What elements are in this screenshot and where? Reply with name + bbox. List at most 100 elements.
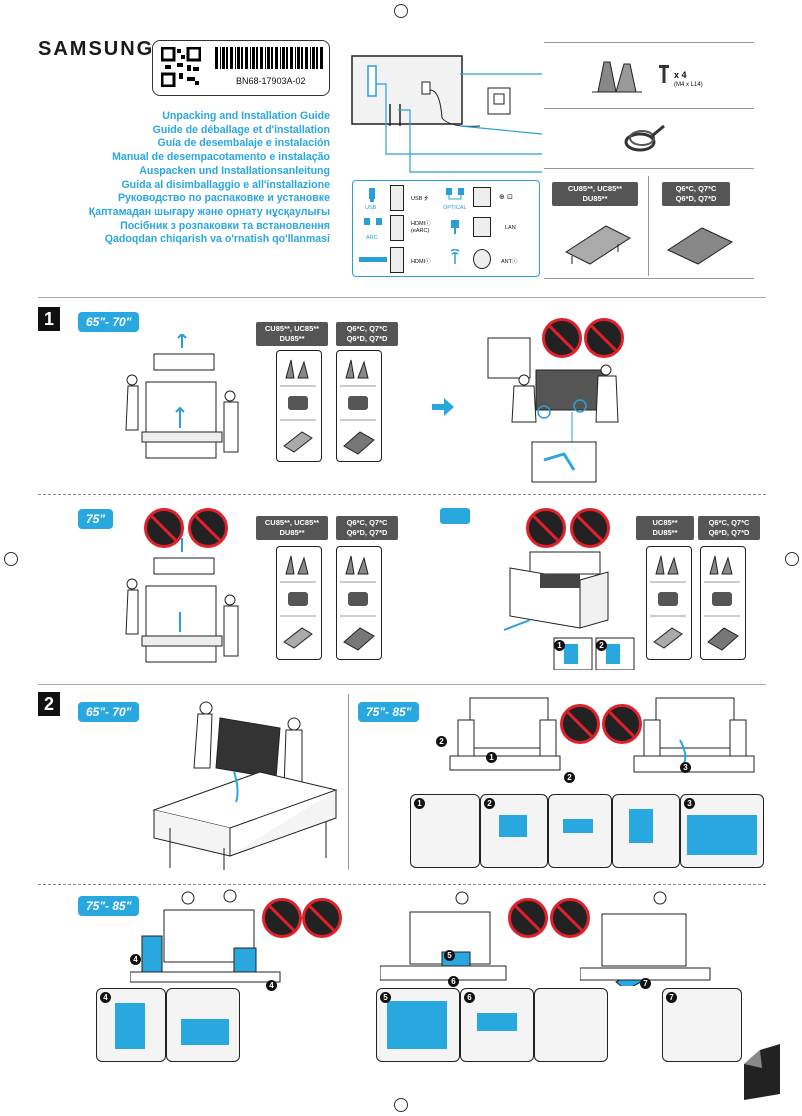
hdmi-earc-port: [390, 215, 404, 241]
optical-label: OPTICAL: [443, 205, 467, 211]
step2-divider: [348, 694, 349, 870]
usb-label: USB: [365, 205, 377, 211]
tv-in-box-illustration-b: [633, 697, 755, 773]
optical-port: [473, 187, 491, 207]
step2-num-5: 5: [444, 950, 455, 961]
prohibit-icon: [570, 508, 610, 548]
usb-icon: [369, 188, 375, 202]
step2-num-2a: 2: [436, 736, 447, 747]
guide-title-6: Руководство по распаковке и установке: [117, 192, 330, 205]
qr-code-icon: [161, 47, 201, 87]
step1-size-75: 75": [78, 509, 114, 529]
step-1-number: 1: [38, 307, 60, 331]
step2-num-4a: 4: [130, 954, 141, 965]
table-placement-illustration: [152, 701, 338, 870]
hdmi-earc-label: HDMIⓘ (eARC): [411, 221, 431, 234]
hdmi-label: HDMIⓘ: [411, 259, 431, 265]
prohibit-icon: [262, 898, 302, 938]
screw-icon: [659, 65, 669, 83]
step2-panel-num-7: 7: [666, 992, 677, 1003]
step1-75-model-b: Q6*C, Q7*C Q6*D, Q7*D: [336, 516, 398, 540]
antenna-icon: [450, 249, 460, 264]
usb-port: [390, 185, 404, 211]
connector-panel: USB USB ⭍ OPTICAL ⊕ ⊡ ARC HDMIⓘ (eARC) L…: [352, 180, 540, 277]
unboxing-illustration-1: [125, 334, 239, 459]
parts-c-icons: [280, 555, 316, 649]
tv-in-box-illustration-a: [449, 697, 561, 771]
arc-label: ARC: [366, 235, 378, 241]
unboxing-illustration-2: [487, 337, 619, 483]
step2-num-6: 6: [448, 976, 459, 987]
registration-mark-left: [4, 552, 18, 566]
parts-f-icons: [704, 555, 740, 651]
step1-sub-1: 1: [554, 640, 565, 651]
step2-size-65-70: 65"- 70": [78, 702, 140, 722]
label-box: [152, 40, 330, 96]
samsung-logo: SAMSUNG: [38, 38, 155, 60]
guide-title-7: Қаптамадан шығару және орнату нұсқаулығы: [88, 205, 330, 218]
step2-num-7: 7: [640, 978, 651, 989]
step2-panel-num-5: 5: [380, 992, 391, 1003]
step2-detail-panel-3: [548, 794, 612, 868]
prohibit-icon: [508, 898, 548, 938]
prohibit-icon: [144, 508, 184, 548]
step2-num-2b: 2: [564, 772, 575, 783]
lan-label: LAN: [505, 225, 516, 231]
hdmi-cable-icon: [359, 257, 387, 262]
barcode-icon: [215, 47, 323, 69]
step2-detail-panel-4: [612, 794, 680, 868]
arc-icon: [364, 218, 382, 225]
ant-label: ANTⓘ: [501, 259, 518, 265]
step2-panel-num-4: 4: [100, 992, 111, 1003]
tv-rear-illustration: [351, 55, 543, 173]
prohibit-icon: [542, 318, 582, 358]
step2-num-4b: 4: [266, 980, 277, 991]
step2-panel-num-6: 6: [464, 992, 475, 1003]
ci-slot-icon: ⊕ ⊡: [499, 193, 513, 201]
step1-75-model-a: CU85**, UC85** DU85**: [256, 516, 328, 540]
prohibit-icon: [602, 704, 642, 744]
registration-mark-top: [394, 4, 408, 18]
arrow-right-icon: [432, 398, 454, 416]
product-code: BN68-17903A-02: [236, 76, 306, 86]
prohibit-icon: [560, 704, 600, 744]
step2-size-75-85-lower: 75"- 85": [78, 896, 140, 916]
step1-model-b: Q6*C, Q7*C Q6*D, Q7*D: [336, 322, 398, 346]
stand-plate-a-icon: [564, 225, 632, 265]
tv-base-illustration-c: [580, 891, 711, 986]
cable-icon: [624, 124, 665, 152]
step2-detail-panel-7: [166, 988, 240, 1062]
step2-detail-panel-10: [534, 988, 608, 1062]
guide-title-2: Guía de desembalaje e instalación: [157, 137, 330, 150]
unboxing-illustration-3: [125, 538, 239, 663]
step1-sub-2: 2: [596, 640, 607, 651]
usb-port-label: USB ⭍: [411, 196, 429, 202]
prohibit-icon: [302, 898, 342, 938]
step1-size-65-70: 65"- 70": [78, 312, 140, 332]
step2-num-1: 1: [486, 752, 497, 763]
prohibit-icon: [584, 318, 624, 358]
step1-75-model-c: UC85** DU85**: [636, 516, 694, 540]
stand-legs-icon: [592, 61, 642, 93]
ant-port: [473, 249, 491, 269]
step2-size-75-85: 75"- 85": [358, 702, 420, 722]
guide-title-1: Guide de déballage et d'installation: [152, 123, 330, 136]
parts-d-icons: [340, 555, 376, 651]
tv-base-illustration-b: [380, 891, 507, 981]
parts-b-icons: [340, 359, 376, 455]
guide-title-9: Qadoqdan chiqarish va o'rnatish qo'llanm…: [104, 233, 330, 246]
lan-port: [473, 217, 491, 237]
step2-panel-num-3: 3: [684, 798, 695, 809]
prohibit-icon: [526, 508, 566, 548]
page-corner-icon: [744, 1044, 780, 1100]
screw-count: x 4: [674, 70, 687, 80]
registration-mark-bottom: [394, 1098, 408, 1112]
guide-title-8: Посібник з розпаковки та встановлення: [120, 219, 330, 232]
step2-panel-num-1: 1: [414, 798, 425, 809]
accessory-divider: [648, 176, 649, 276]
guide-title-4: Auspacken und Installationsanleitung: [139, 164, 330, 177]
step1-75-model-d: Q6*C, Q7*C Q6*D, Q7*D: [698, 516, 760, 540]
guide-title-5: Guida al disimballaggio e all'installazi…: [121, 178, 330, 191]
registration-mark-right: [785, 552, 799, 566]
